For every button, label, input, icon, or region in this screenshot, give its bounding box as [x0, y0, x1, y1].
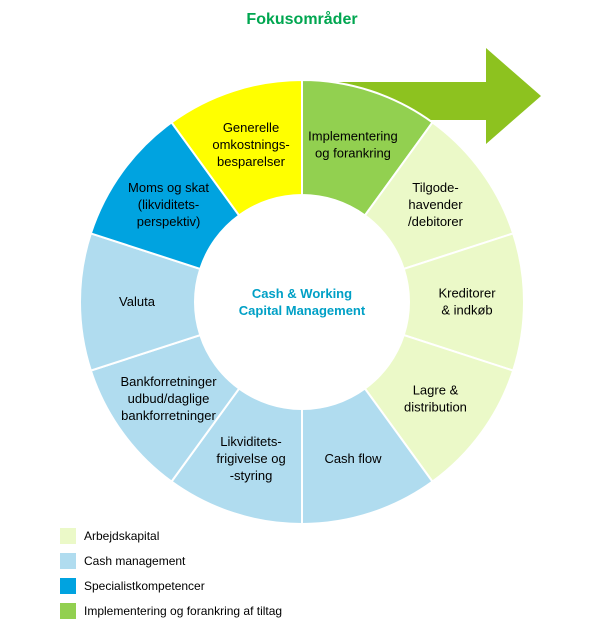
legend-label: Implementering og forankring af tiltag [84, 604, 283, 618]
legend-swatch [60, 578, 76, 594]
segment-label-line: Moms og skat [128, 180, 209, 195]
segment-label-line: Valuta [119, 294, 156, 309]
segment-label-line: /debitorer [408, 214, 464, 229]
segment-label: Moms og skat (likviditets-perspektiv) [128, 180, 209, 229]
legend-swatch [60, 603, 76, 619]
segment-label-line: Implementering [308, 129, 398, 144]
segment-label: Bankforretninger udbud/daglige bankforretn… [120, 374, 217, 423]
legend-swatch [60, 528, 76, 544]
segment-label: Tilgode-havender/debitorer [408, 180, 464, 229]
segment-label-line: omkostnings- [212, 137, 289, 152]
segment-label-line: udbud/daglige [128, 391, 210, 406]
segment-label-line: Lagre & [413, 382, 459, 397]
segment-label-line: Cash flow [324, 451, 382, 466]
segment-label-line: distribution [404, 399, 467, 414]
segment-label-line: Kreditorer [438, 286, 496, 301]
legend-label: Specialistkompetencer [84, 579, 205, 593]
segment-label-line: Tilgode- [412, 180, 458, 195]
segment-label: Generelle omkostnings-besparelser [212, 120, 289, 169]
segment-label-line: perspektiv) [137, 214, 201, 229]
segment-label: Kreditorer & indkøb [438, 286, 496, 318]
segment-label: Cash flow [324, 451, 382, 466]
diagram-title: Fokusområder [246, 11, 358, 28]
segment-label-line: og forankring [315, 146, 391, 161]
segment-label-line: & indkøb [441, 303, 492, 318]
center-label-line: Capital Management [239, 303, 366, 318]
segment-label-line: havender [408, 197, 463, 212]
segment-label-line: bankforretninger [121, 408, 216, 423]
segment-label-line: Bankforretninger [120, 374, 217, 389]
segment-label: Implementering og forankring [308, 129, 398, 161]
legend-label: Cash management [84, 554, 186, 568]
legend-swatch [60, 553, 76, 569]
segment-label-line: -styring [230, 468, 273, 483]
segment-label-line: (likviditets- [138, 197, 199, 212]
center-circle [195, 195, 409, 409]
segment-label: Likviditets-frigivelse og -styring [216, 434, 285, 483]
segment-label-line: Generelle [223, 120, 279, 135]
segment-label-line: besparelser [217, 154, 286, 169]
center-label-line: Cash & Working [252, 286, 352, 301]
legend-label: Arbejdskapital [84, 529, 160, 543]
segment-label: Lagre & distribution [404, 382, 467, 414]
segment-label-line: Likviditets- [220, 434, 281, 449]
segment-label-line: frigivelse og [216, 451, 285, 466]
segment-label: Valuta [119, 294, 156, 309]
